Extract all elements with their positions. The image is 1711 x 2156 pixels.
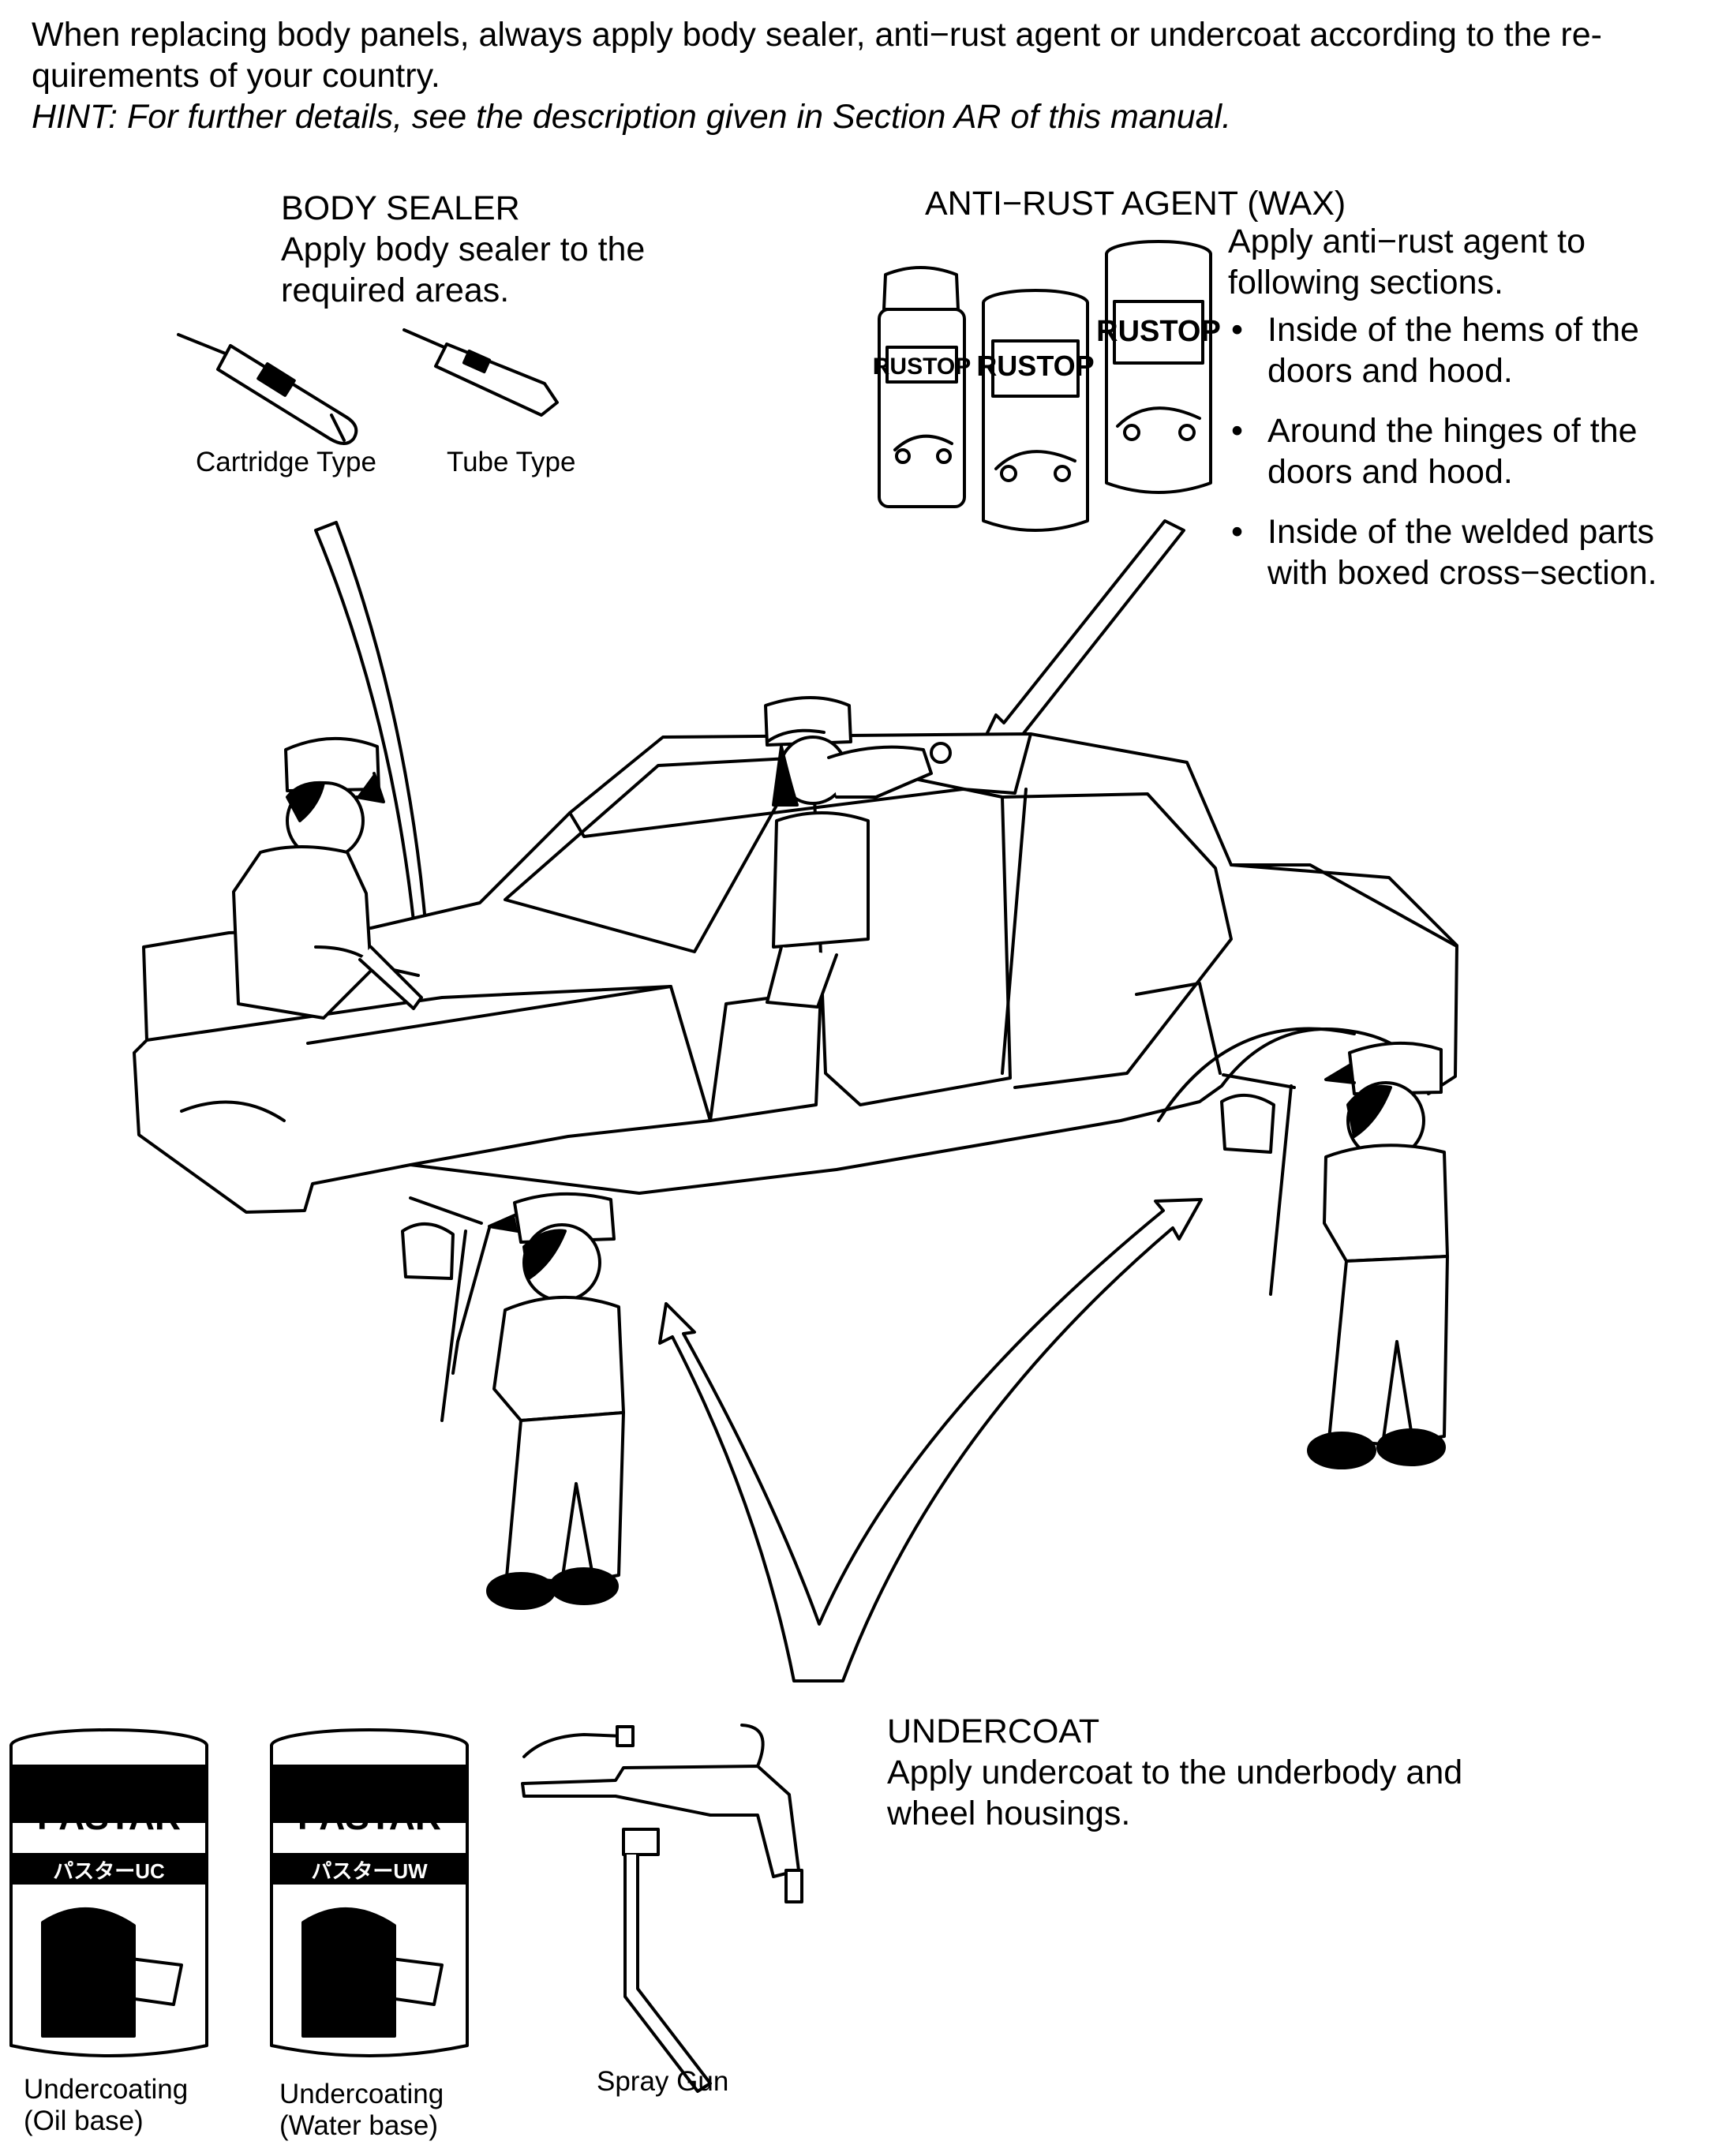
rustop-can-medium	[982, 289, 1089, 532]
pastar-sub-oil: パスターUC	[53, 1859, 165, 1883]
spray-gun-caption: Spray Gun	[597, 2066, 729, 2097]
undercoat-arrow	[658, 1198, 1203, 1683]
pastar-sub-water: パスターUW	[311, 1859, 428, 1883]
anti-rust-sections-list: Inside of the hems of the doors and hood…	[1228, 309, 1702, 612]
hint-text: HINT: For further details, see the descr…	[32, 98, 1232, 136]
anti-rust-description: Apply anti−rust agent to following secti…	[1228, 223, 1586, 301]
undercoating-water-caption: Undercoating (Water base)	[279, 2079, 444, 2141]
rustop-label-medium: RUSTOP	[976, 350, 1094, 382]
spray-gun-icon	[521, 1724, 803, 2093]
tube-sealer-icon	[402, 328, 559, 417]
list-item: Inside of the welded parts with boxed cr…	[1228, 511, 1702, 593]
tube-type-caption: Tube Type	[447, 447, 576, 477]
undercoat-title: UNDERCOAT	[887, 1712, 1100, 1750]
pastar-label-oil: PASTAR	[37, 1796, 181, 1837]
pastar-can-water	[270, 1728, 469, 2057]
intro-text: When replacing body panels, always apply…	[32, 16, 1602, 95]
rustop-label-small: RUSTOP	[873, 354, 971, 380]
cartridge-sealer-icon	[177, 333, 358, 445]
body-sealer-title: BODY SEALER	[281, 189, 520, 227]
body-sealer-description: Apply body sealer to the required areas.	[281, 230, 646, 309]
undercoat-description: Apply undercoat to the underbody and whe…	[887, 1754, 1463, 1832]
rustop-spray-can	[878, 266, 966, 508]
list-item: Inside of the hems of the doors and hood…	[1228, 309, 1702, 391]
rustop-label-large: RUSTOP	[1096, 315, 1221, 348]
undercoating-oil-caption: Undercoating (Oil base)	[24, 2074, 189, 2136]
cartridge-type-caption: Cartridge Type	[196, 447, 376, 477]
rustop-can-large	[1105, 240, 1212, 494]
anti-rust-arrow	[971, 519, 1185, 765]
worker-undercoat-rear	[1220, 1041, 1449, 1469]
worker-sealer	[232, 737, 423, 1020]
pastar-label-water: PASTAR	[298, 1796, 441, 1837]
list-item: Around the hinges of the doors and hood.	[1228, 410, 1702, 492]
worker-anti-rust	[764, 696, 952, 1009]
pastar-can-oil	[9, 1728, 208, 2057]
worker-undercoat-front	[401, 1192, 625, 1610]
anti-rust-title: ANTI−RUST AGENT (WAX)	[925, 185, 1346, 223]
